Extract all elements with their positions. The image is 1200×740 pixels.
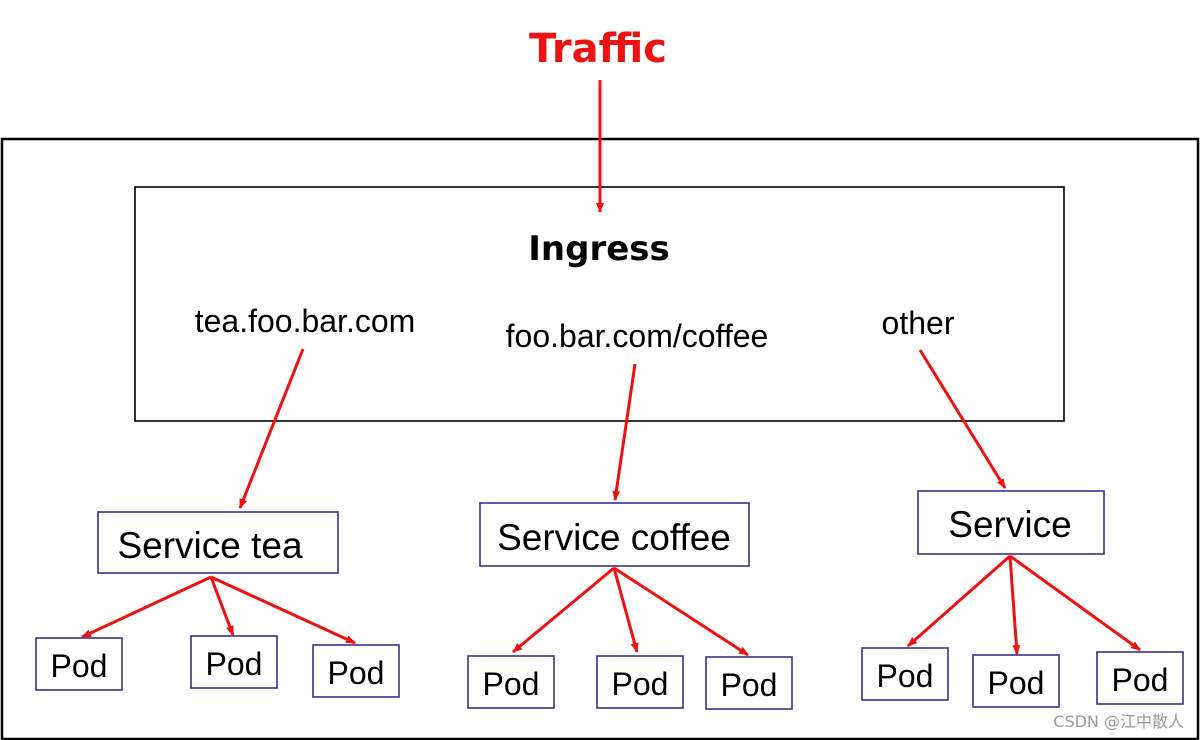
pod-other-3-label: Pod bbox=[1112, 662, 1169, 698]
pod-coffee-1 bbox=[467, 655, 555, 709]
service-other-label: Service bbox=[948, 504, 1071, 545]
pod-coffee-3-label: Pod bbox=[721, 667, 778, 703]
arrow-route-tea bbox=[238, 348, 305, 509]
arrow-coffee-pod-2 bbox=[612, 567, 639, 653]
arrow-route-other bbox=[918, 349, 1007, 489]
pod-coffee-1-label: Pod bbox=[483, 666, 540, 702]
traffic-title: Traffic bbox=[529, 26, 667, 72]
pod-other-1-label: Pod bbox=[877, 658, 934, 694]
arrow-other-pod-2 bbox=[1008, 555, 1021, 655]
pod-other-3 bbox=[1096, 651, 1184, 705]
pod-other-2 bbox=[972, 654, 1060, 708]
service-coffee-label: Service coffee bbox=[497, 517, 731, 558]
service-coffee-box bbox=[479, 502, 750, 567]
pod-coffee-3 bbox=[705, 656, 793, 710]
arrow-other-pod-1 bbox=[907, 554, 1011, 648]
pod-tea-2-label: Pod bbox=[206, 646, 263, 682]
arrow-tea-pod-1 bbox=[81, 575, 212, 639]
pod-coffee-2-label: Pod bbox=[612, 666, 669, 702]
arrow-other-pod-3 bbox=[1009, 554, 1141, 652]
service-tea-label: Service tea bbox=[117, 525, 303, 566]
arrow-route-coffee bbox=[612, 363, 637, 501]
arrow-coffee-pod-1 bbox=[512, 566, 615, 654]
pod-tea-1 bbox=[35, 637, 123, 691]
arrow-tea-pod-3 bbox=[210, 575, 356, 645]
pod-tea-2 bbox=[190, 635, 278, 689]
pod-tea-1-label: Pod bbox=[51, 648, 108, 684]
route-tea-host: tea.foo.bar.com bbox=[195, 303, 416, 339]
arrow-coffee-pod-3 bbox=[613, 566, 749, 657]
arrow-tea-pod-2 bbox=[209, 576, 235, 636]
route-other: other bbox=[882, 305, 955, 341]
route-coffee-path: foo.bar.com/coffee bbox=[506, 318, 769, 354]
service-tea-box bbox=[97, 511, 339, 574]
pod-other-2-label: Pod bbox=[988, 665, 1045, 701]
pod-tea-3 bbox=[312, 644, 400, 698]
ingress-label: Ingress bbox=[528, 229, 670, 269]
pod-tea-3-label: Pod bbox=[328, 655, 385, 691]
pod-coffee-2 bbox=[596, 655, 684, 709]
watermark: CSDN @江中散人 bbox=[1053, 712, 1184, 731]
pod-other-1 bbox=[861, 647, 949, 701]
service-other-box bbox=[917, 490, 1105, 555]
